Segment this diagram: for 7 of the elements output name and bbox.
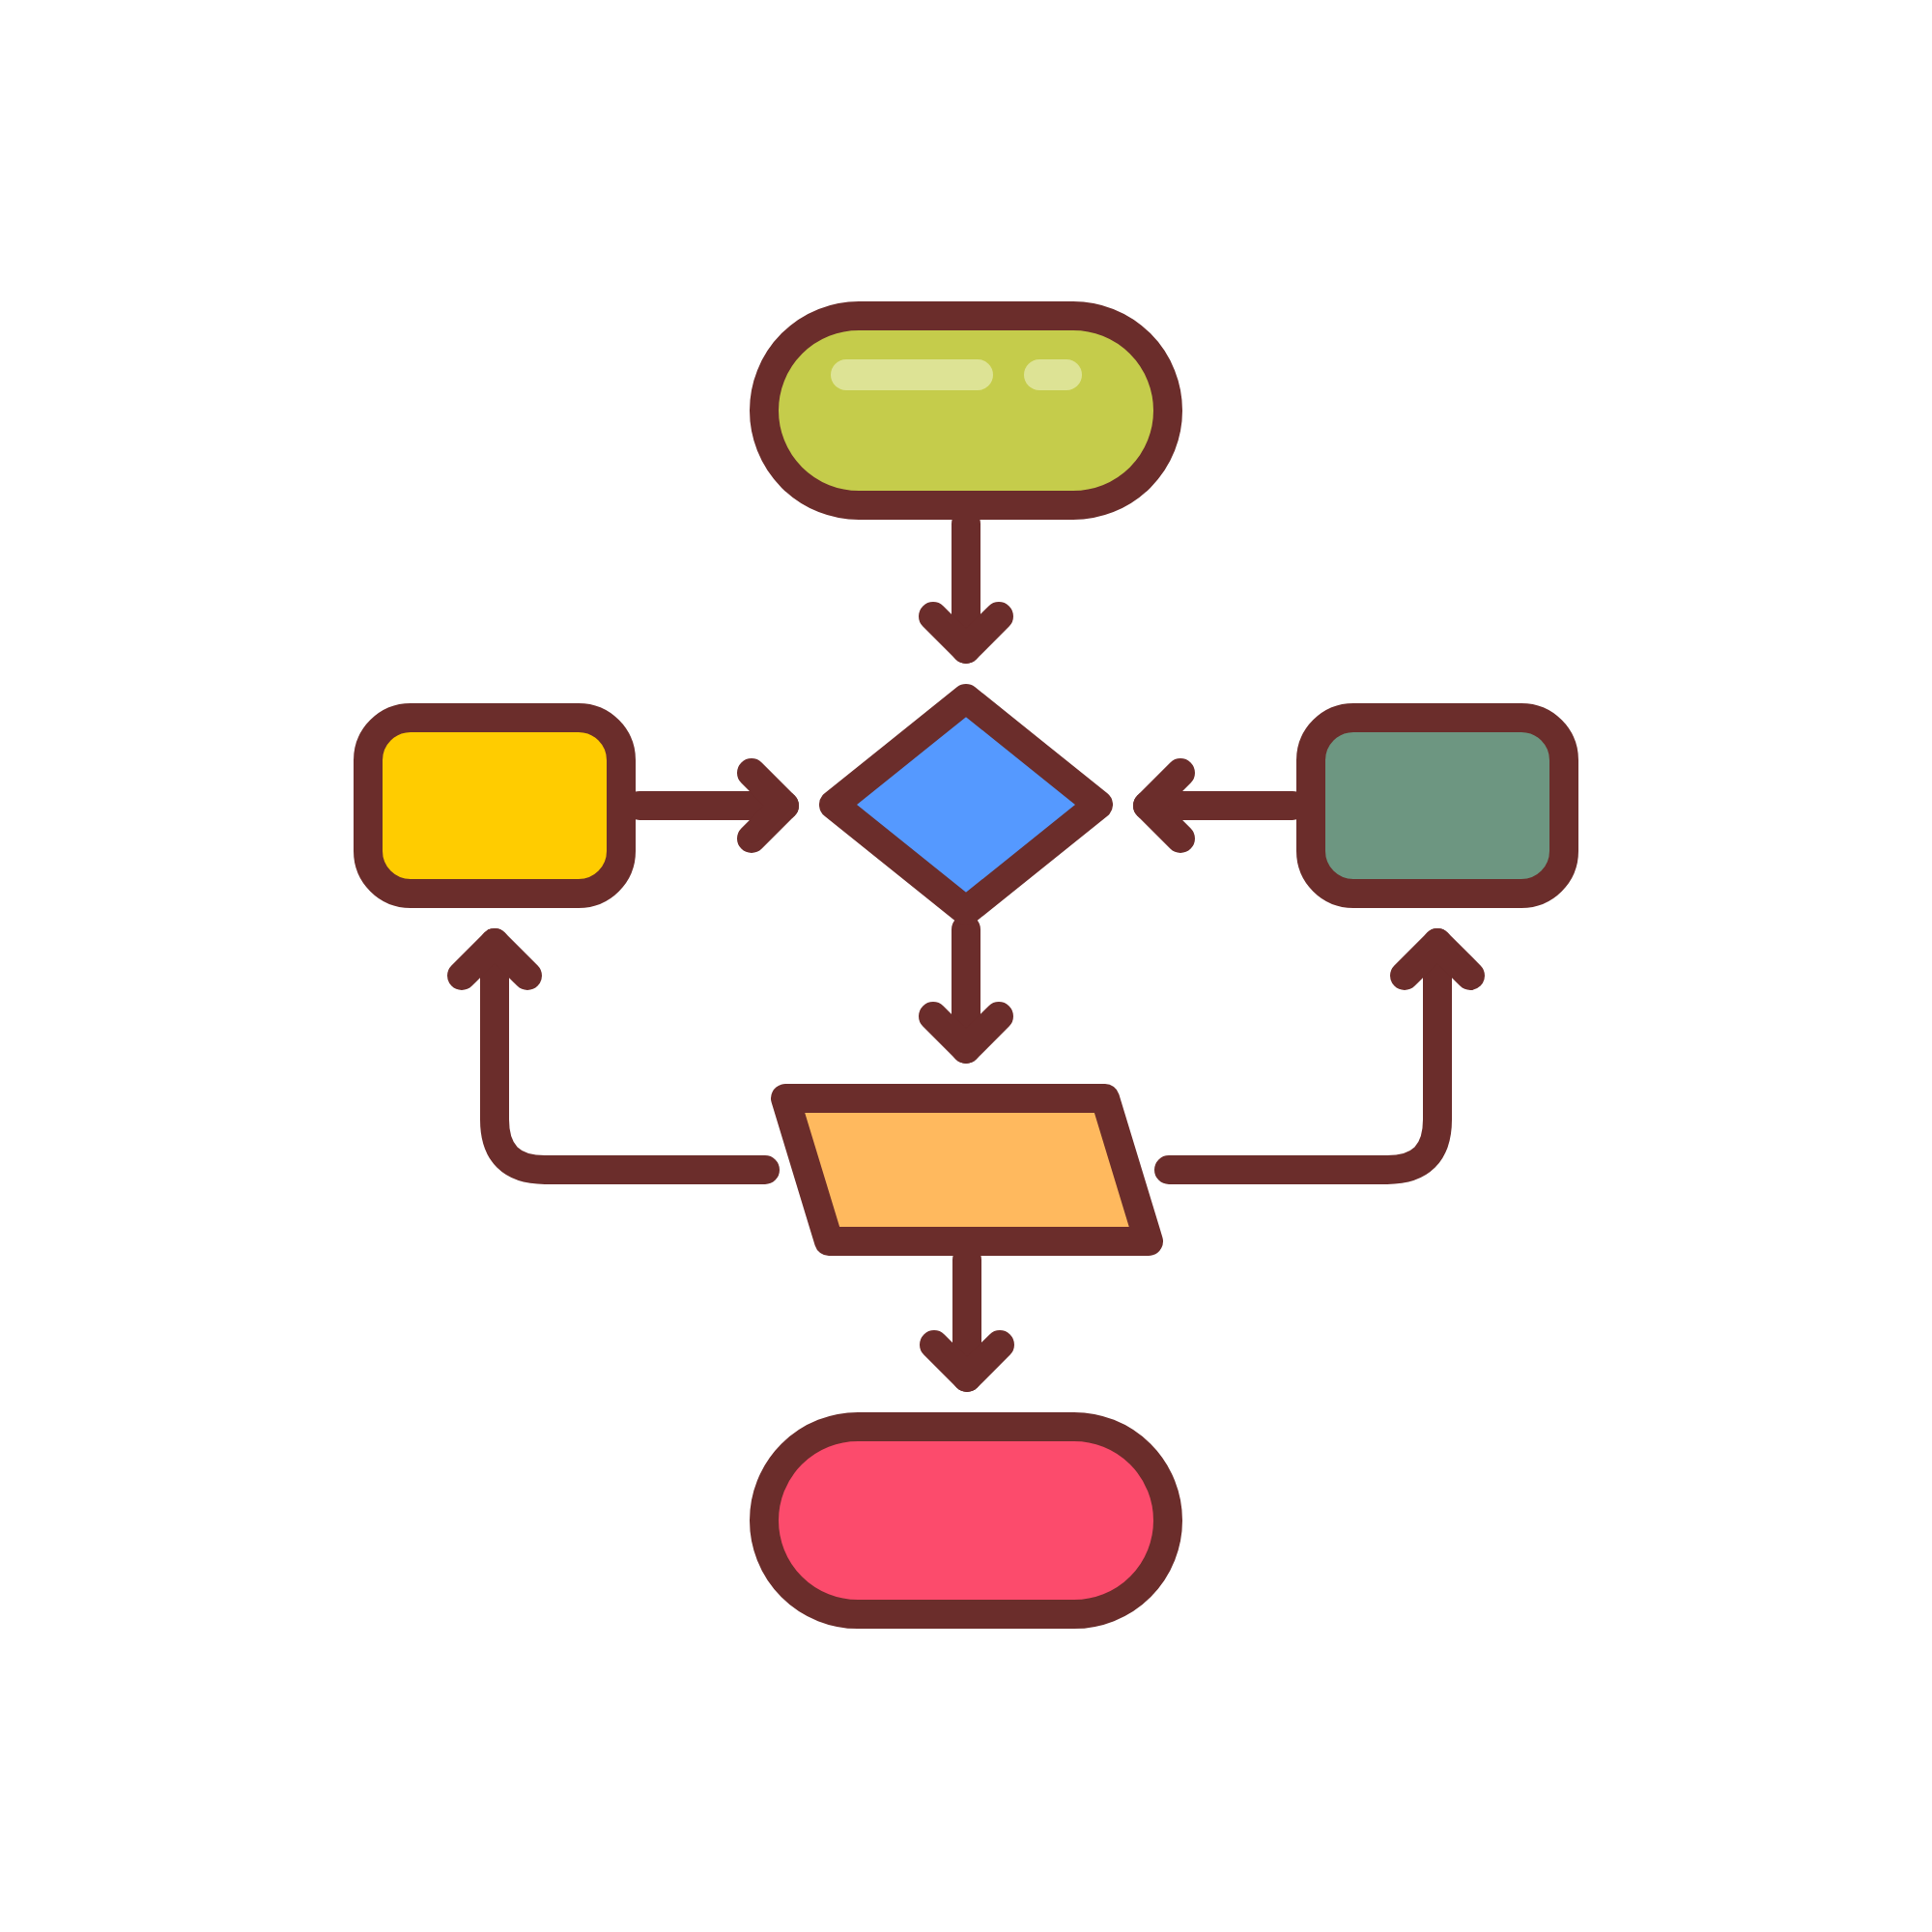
arrow bbox=[919, 915, 1013, 1064]
arrow bbox=[1154, 928, 1485, 1184]
arrow bbox=[447, 928, 780, 1184]
data-parallelogram bbox=[769, 1084, 1165, 1256]
process-box bbox=[354, 703, 636, 908]
process-box bbox=[1296, 703, 1578, 908]
decision-diamond bbox=[819, 684, 1113, 925]
